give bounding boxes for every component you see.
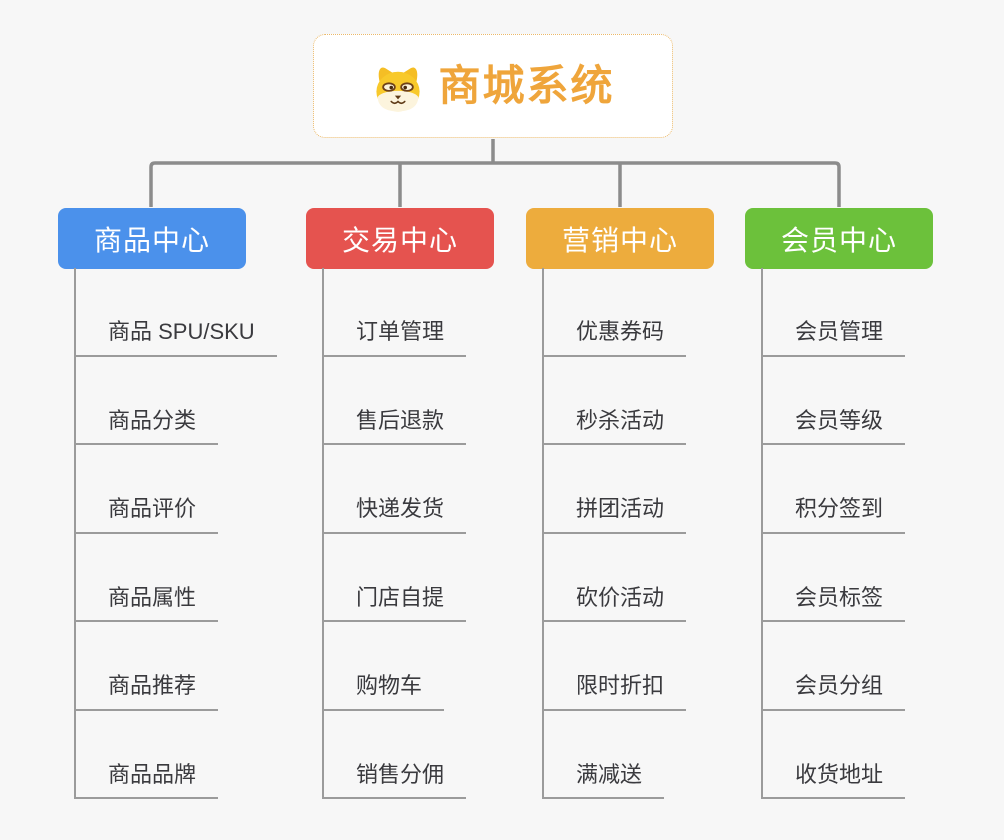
leaf-label[interactable]: 会员等级 — [761, 407, 906, 445]
branch-product-center: 商品中心 商品 SPU/SKU 商品分类 商品评价 商品属性 商品推荐 商品品牌 — [58, 208, 308, 799]
leaf-item: 快递发货 — [322, 445, 467, 534]
leaf-label[interactable]: 快递发货 — [322, 495, 467, 534]
leaf-label[interactable]: 收货地址 — [761, 761, 906, 799]
leaf-item: 商品属性 — [74, 534, 277, 622]
leaf-item: 会员等级 — [761, 357, 906, 445]
leaf-label[interactable]: 商品推荐 — [74, 672, 219, 711]
branch-trade-center: 交易中心 订单管理 售后退款 快递发货 门店自提 购物车 销售分佣 — [306, 208, 556, 799]
leaf-label[interactable]: 限时折扣 — [542, 672, 687, 711]
branch-vertical-line — [322, 268, 324, 798]
leaf-label[interactable]: 会员管理 — [761, 318, 906, 357]
leaf-label[interactable]: 商品分类 — [74, 407, 219, 445]
leaf-label[interactable]: 优惠券码 — [542, 318, 687, 357]
leaf-label[interactable]: 商品评价 — [74, 495, 219, 534]
leaf-item: 收货地址 — [761, 711, 906, 799]
leaf-item: 商品品牌 — [74, 711, 277, 799]
branch-leaves: 商品 SPU/SKU 商品分类 商品评价 商品属性 商品推荐 商品品牌 — [74, 268, 277, 799]
leaf-label[interactable]: 售后退款 — [322, 407, 467, 445]
branch-leaves: 会员管理 会员等级 积分签到 会员标签 会员分组 收货地址 — [761, 268, 906, 799]
leaf-label[interactable]: 积分签到 — [761, 495, 906, 534]
leaf-item: 商品 SPU/SKU — [74, 268, 277, 357]
leaf-label[interactable]: 门店自提 — [322, 584, 467, 622]
leaf-label[interactable]: 会员分组 — [761, 672, 906, 711]
branch-vertical-line — [761, 268, 763, 798]
leaf-label[interactable]: 商品品牌 — [74, 761, 219, 799]
leaf-label[interactable]: 拼团活动 — [542, 495, 687, 534]
leaf-label[interactable]: 秒杀活动 — [542, 407, 687, 445]
leaf-item: 商品推荐 — [74, 622, 277, 711]
leaf-item: 限时折扣 — [542, 622, 687, 711]
leaf-item: 秒杀活动 — [542, 357, 687, 445]
leaf-item: 积分签到 — [761, 445, 906, 534]
branch-node-trade-center[interactable]: 交易中心 — [306, 208, 494, 269]
branch-leaves: 订单管理 售后退款 快递发货 门店自提 购物车 销售分佣 — [322, 268, 467, 799]
leaf-item: 拼团活动 — [542, 445, 687, 534]
branch-vertical-line — [74, 268, 76, 798]
leaf-item: 优惠券码 — [542, 268, 687, 357]
leaf-item: 门店自提 — [322, 534, 467, 622]
branch-node-member-center[interactable]: 会员中心 — [745, 208, 933, 269]
leaf-label[interactable]: 商品属性 — [74, 584, 219, 622]
branch-node-product-center[interactable]: 商品中心 — [58, 208, 246, 269]
branch-member-center: 会员中心 会员管理 会员等级 积分签到 会员标签 会员分组 收货地址 — [745, 208, 995, 799]
leaf-label[interactable]: 购物车 — [322, 672, 445, 711]
leaf-item: 会员管理 — [761, 268, 906, 357]
leaf-label[interactable]: 满减送 — [542, 761, 665, 799]
shiba-dog-icon — [376, 67, 421, 112]
root-node[interactable]: 商城系统 — [313, 34, 673, 138]
leaf-label[interactable]: 销售分佣 — [322, 761, 467, 799]
leaf-item: 满减送 — [542, 711, 686, 799]
branch-marketing-center: 营销中心 优惠券码 秒杀活动 拼团活动 砍价活动 限时折扣 满减送 — [526, 208, 776, 799]
leaf-label[interactable]: 会员标签 — [761, 584, 906, 622]
leaf-item: 会员标签 — [761, 534, 906, 622]
branch-leaves: 优惠券码 秒杀活动 拼团活动 砍价活动 限时折扣 满减送 — [542, 268, 687, 799]
leaf-item: 砍价活动 — [542, 534, 687, 622]
leaf-item: 商品评价 — [74, 445, 277, 534]
leaf-item: 销售分佣 — [322, 711, 467, 799]
branch-vertical-line — [542, 268, 544, 798]
leaf-item: 售后退款 — [322, 357, 467, 445]
leaf-item: 商品分类 — [74, 357, 277, 445]
leaf-label[interactable]: 砍价活动 — [542, 584, 687, 622]
leaf-item: 会员分组 — [761, 622, 906, 711]
leaf-label[interactable]: 订单管理 — [322, 318, 467, 357]
leaf-item: 订单管理 — [322, 268, 467, 357]
branch-node-marketing-center[interactable]: 营销中心 — [526, 208, 714, 269]
leaf-item: 购物车 — [322, 622, 466, 711]
root-title: 商城系统 — [438, 62, 615, 109]
leaf-label[interactable]: 商品 SPU/SKU — [74, 318, 277, 357]
